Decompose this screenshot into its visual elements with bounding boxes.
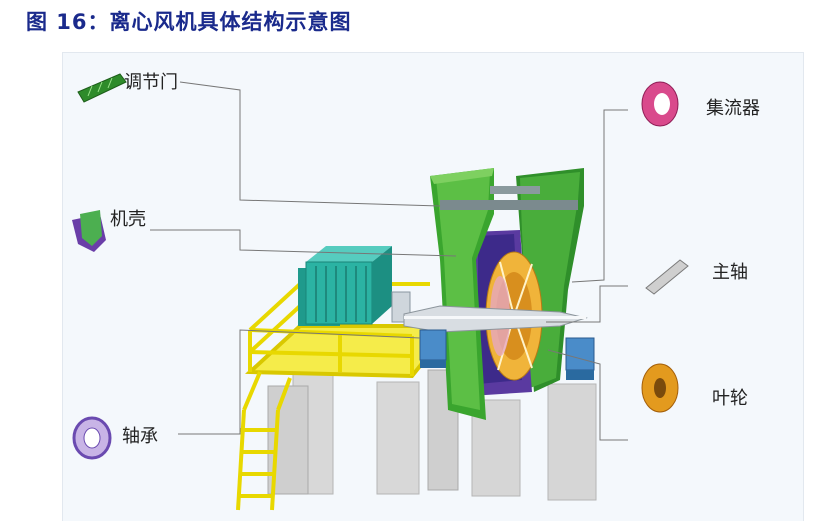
leader-lines	[150, 81, 628, 441]
bearings	[419, 329, 595, 380]
bearing-icon	[72, 416, 112, 460]
shaft-icon	[645, 259, 689, 295]
collector-icon	[641, 81, 679, 127]
impeller-icon	[641, 363, 679, 413]
motor	[298, 246, 411, 326]
figure-title: 图 16：离心风机具体结构示意图	[26, 10, 352, 34]
support-pillars	[267, 369, 597, 501]
label-casing: 机壳	[110, 209, 146, 230]
casing-icon	[72, 210, 106, 252]
label-bearing: 轴承	[122, 426, 158, 447]
label-shaft: 主轴	[712, 262, 748, 283]
label-damper: 调节门	[124, 72, 178, 93]
label-impeller: 叶轮	[712, 388, 748, 409]
damper-icon	[77, 73, 127, 103]
label-collector: 集流器	[706, 98, 760, 119]
